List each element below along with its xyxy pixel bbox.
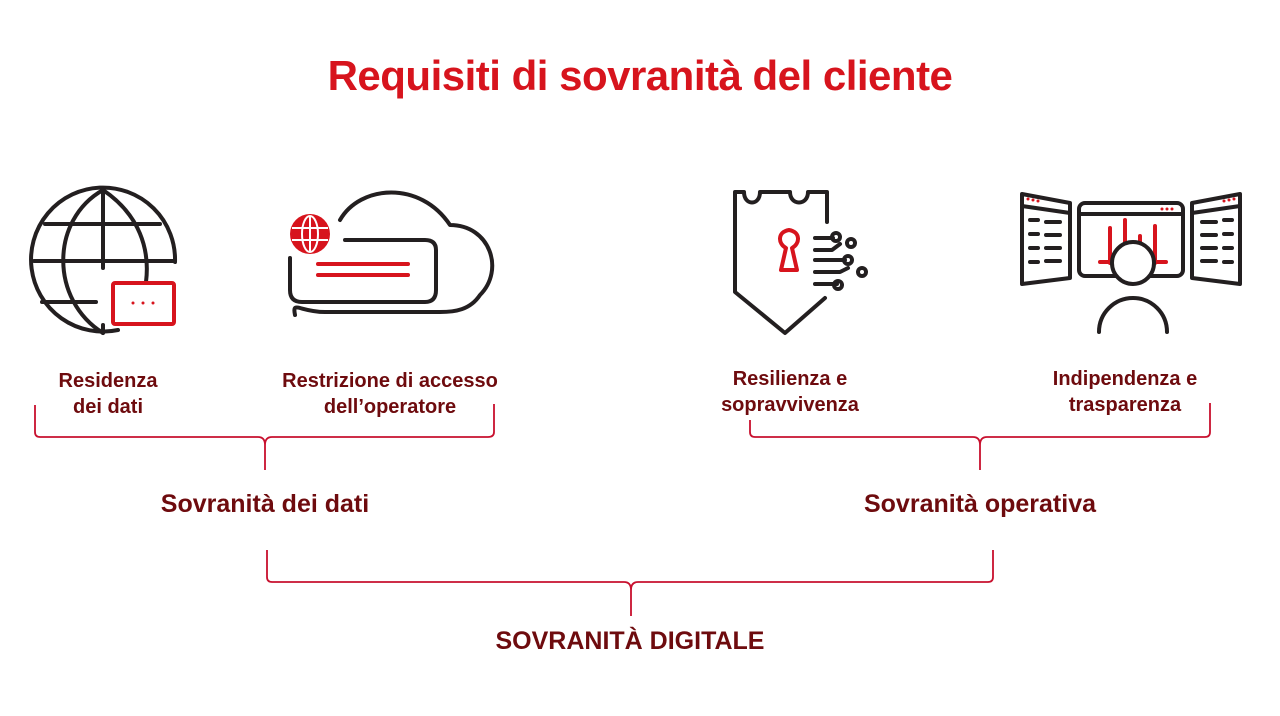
- group-operational-sovereignty: Sovranità operativa: [863, 490, 1097, 518]
- label-line: trasparenza: [1068, 394, 1182, 416]
- label-line: sopravvivenza: [721, 394, 859, 416]
- label-line: Resilienza e: [732, 368, 848, 390]
- cloud-access-icon: [288, 190, 495, 317]
- operational-sovereignty-bracket: [749, 403, 1211, 470]
- digital-sovereignty-label: SOVRANITÀ DIGITALE: [495, 627, 765, 655]
- digital-sovereignty-bracket: [266, 550, 994, 616]
- group-data-sovereignty: Sovranità dei dati: [160, 490, 370, 518]
- label-line: dei dati: [72, 396, 143, 418]
- label-line: Restrizione di accesso: [282, 370, 498, 392]
- requirement-label-operator-access: Restrizione di accesso dell’operatore: [260, 368, 520, 420]
- label-line: Residenza: [58, 370, 158, 392]
- page-title: Requisiti di sovranità del cliente: [327, 52, 953, 99]
- shield-lock-icon: [733, 190, 868, 335]
- requirement-label-resilience: Resilienza e sopravvivenza: [700, 366, 880, 418]
- label-line: Indipendenza e: [1052, 368, 1198, 390]
- globe-icon: [29, 185, 178, 335]
- monitoring-user-icon: [1020, 192, 1242, 334]
- data-sovereignty-bracket: [34, 404, 495, 470]
- requirement-label-independence: Indipendenza e trasparenza: [1030, 366, 1220, 418]
- label-line: dell’operatore: [323, 396, 457, 418]
- requirement-label-data-residency: Residenza dei dati: [28, 368, 188, 420]
